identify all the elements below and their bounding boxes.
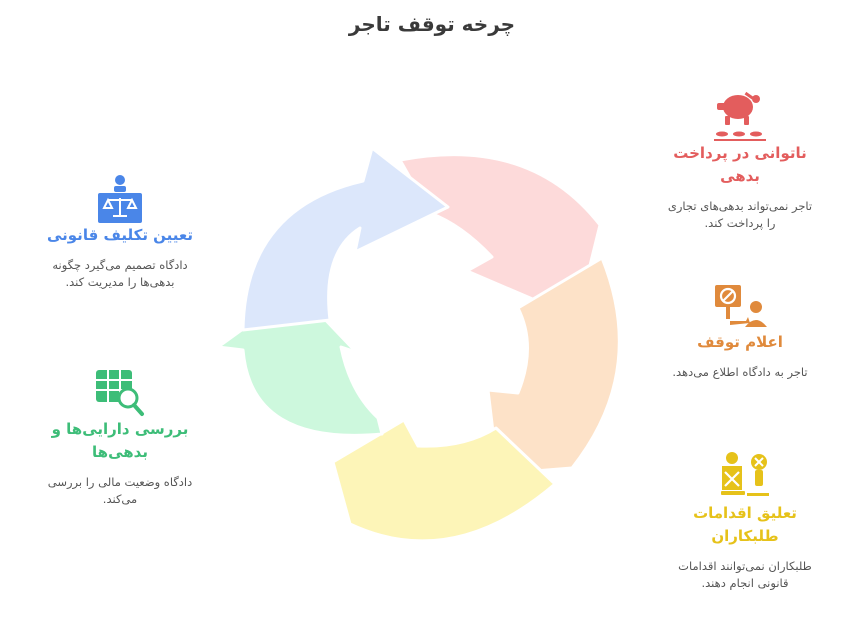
piggy-bank-icon [714,91,766,141]
step-inability: ناتوانی در پرداخت بدهی تاجر نمی‌تواند بد… [665,90,815,232]
step-inability-heading: ناتوانی در پرداخت بدهی [673,144,807,185]
step-determination-heading: تعیین تکلیف قانونی [46,226,194,244]
step-declaration-desc: تاجر به دادگاه اطلاع می‌دهد. [672,365,808,379]
step-inability-desc: تاجر نمی‌تواند بدهی‌های تجاری را پرداخت … [667,199,813,230]
cycle-arrow-yellow [331,418,557,543]
announcement-icon [715,285,767,327]
step-determination: تعیین تکلیف قانونی دادگاه تصمیم می‌گیرد … [40,172,200,291]
step-review: بررسی دارایی‌ها و بدهی‌ها دادگاه وضعیت م… [40,366,200,508]
table-search-icon [96,370,144,416]
cycle-arrow-blue [241,146,450,332]
step-review-heading: بررسی دارایی‌ها و بدهی‌ها [51,420,189,461]
legal-pause-icon [721,452,769,496]
step-suspension: تعلیق اقدامات طلبکاران طلبکاران نمی‌توان… [665,450,825,592]
step-suspension-heading: تعلیق اقدامات طلبکاران [693,504,797,545]
step-declaration-heading: اعلام توقف [697,333,783,351]
cycle-arrow-orange [486,256,621,476]
page-title: چرخه توقف تاجر [348,12,516,36]
step-determination-desc: دادگاه تصمیم می‌گیرد چگونه بدهی‌ها را مد… [52,258,188,289]
judge-scales-icon [98,175,142,223]
step-suspension-desc: طلبکاران نمی‌توانند اقدامات قانونی انجام… [678,559,812,590]
step-declaration: اعلام توقف تاجر به دادگاه اطلاع می‌دهد. [665,283,815,381]
cycle-arrow-red [398,153,602,320]
step-review-desc: دادگاه وضعیت مالی را بررسی می‌کند. [47,475,193,506]
